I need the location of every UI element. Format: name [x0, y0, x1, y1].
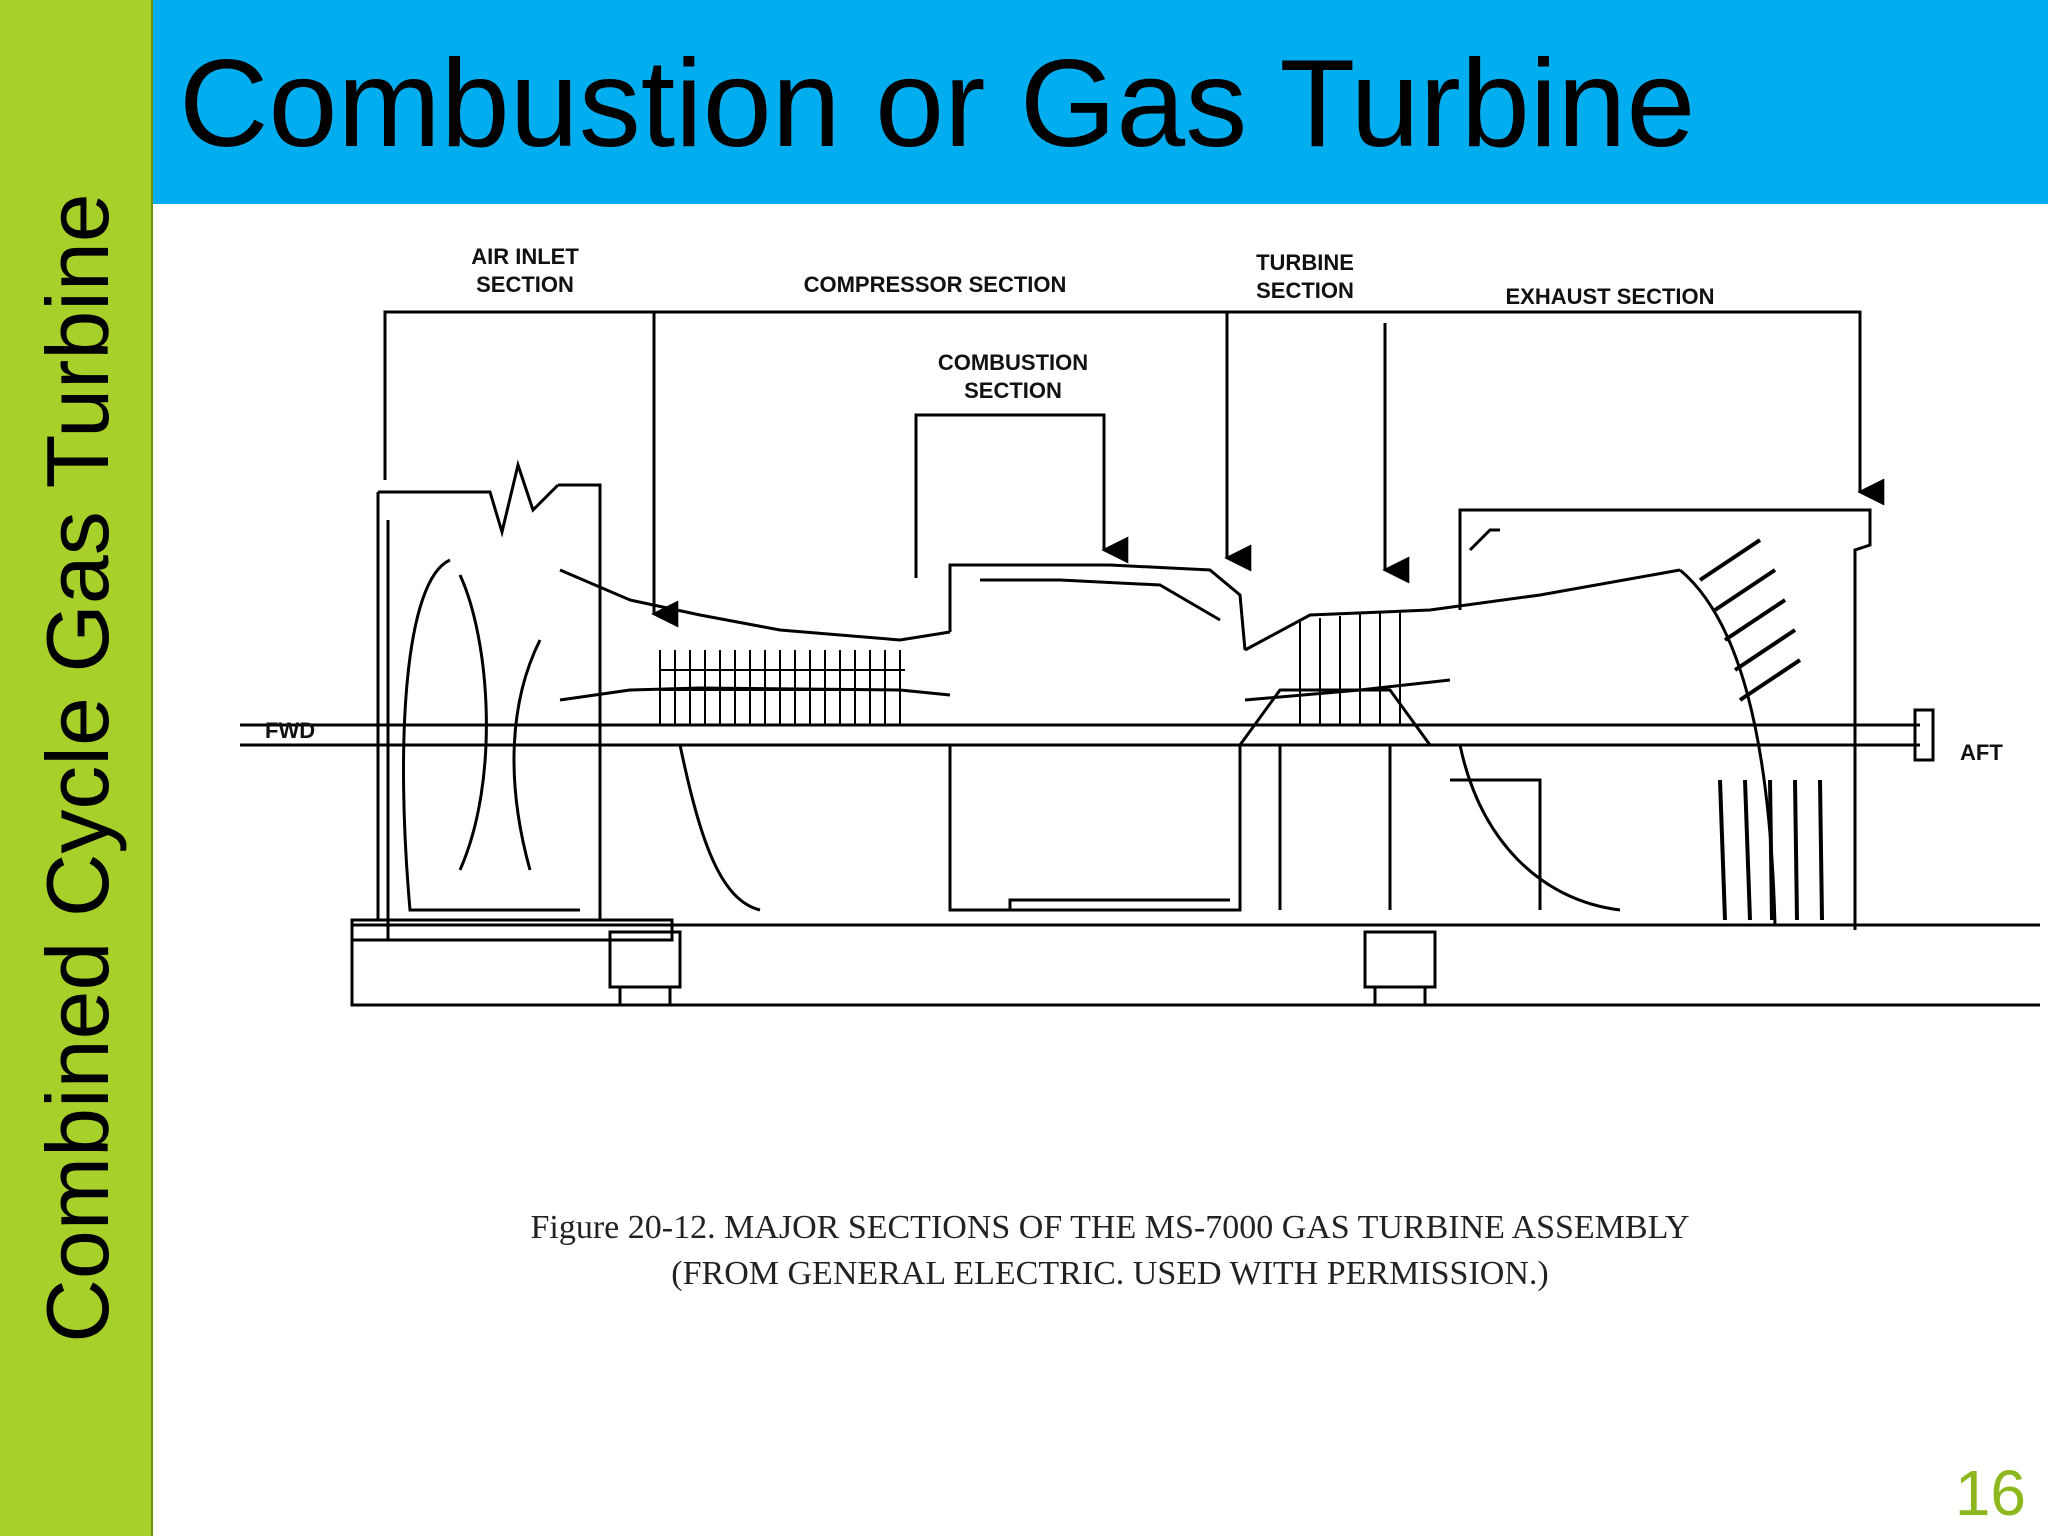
label-turbine-2: SECTION [1256, 278, 1354, 303]
figure-caption: Figure 20-12. MAJOR SECTIONS OF THE MS-7… [530, 1209, 1689, 1292]
section-labels: AIR INLET SECTION COMPRESSOR SECTION TUR… [471, 244, 1714, 403]
caption-line-1: Figure 20-12. MAJOR SECTIONS OF THE MS-7… [530, 1209, 1689, 1246]
label-air-inlet-2: SECTION [476, 272, 574, 297]
label-combustion-2: SECTION [964, 378, 1062, 403]
label-exhaust: EXHAUST SECTION [1505, 284, 1714, 309]
sidebar: Combined Cycle Gas Turbine [0, 0, 153, 1536]
slide-number: 16 [1954, 1457, 2026, 1529]
title-bar: Combustion or Gas Turbine [153, 0, 2048, 204]
label-fwd: FWD [265, 718, 315, 743]
label-air-inlet-1: AIR INLET [471, 244, 579, 269]
label-turbine-1: TURBINE [1256, 250, 1354, 275]
turbine-drawing [240, 459, 2040, 1007]
slide-title: Combustion or Gas Turbine [179, 35, 1696, 173]
gas-turbine-diagram: AIR INLET SECTION COMPRESSOR SECTION TUR… [240, 244, 2040, 1292]
sidebar-title: Combined Cycle Gas Turbine [28, 193, 127, 1343]
label-aft: AFT [1960, 740, 2003, 765]
caption-line-2: (FROM GENERAL ELECTRIC. USED WITH PERMIS… [671, 1255, 1548, 1292]
label-combustion-1: COMBUSTION [938, 350, 1088, 375]
leader-arrows [383, 310, 1885, 628]
end-labels: FWD AFT [265, 718, 2003, 765]
label-compressor: COMPRESSOR SECTION [804, 272, 1067, 297]
